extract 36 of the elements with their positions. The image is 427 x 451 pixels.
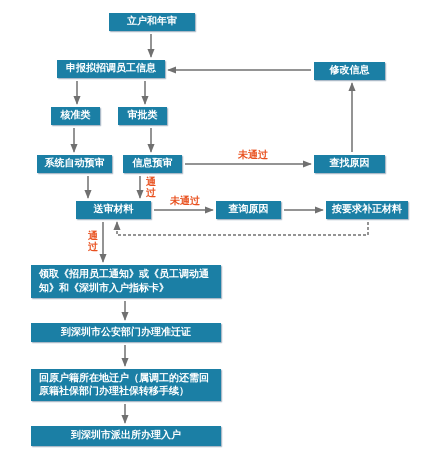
- edge-label: 未通过: [170, 196, 200, 207]
- process-box: 信息预审: [123, 155, 182, 173]
- arrow: [167, 66, 311, 74]
- process-box: 领取《招用员工通知》或《员工调动通知》和《深圳市入户指标卡》: [31, 265, 221, 298]
- edge-label: 通过: [88, 231, 98, 253]
- arrow: [70, 128, 78, 153]
- arrow: [121, 345, 129, 367]
- arrow: [136, 176, 144, 199]
- arrow: [141, 81, 149, 105]
- edge-label: 通过: [146, 177, 156, 199]
- arrow: [99, 222, 107, 263]
- arrow: [84, 176, 92, 199]
- process-box: 系统自动预审: [37, 155, 112, 173]
- process-box: 到深圳市派出所办理入户: [31, 426, 221, 446]
- process-box: 立户和年审: [109, 13, 195, 31]
- process-box: 查询原因: [216, 201, 281, 219]
- arrow: [284, 206, 324, 214]
- arrow: [147, 34, 155, 58]
- arrow: [121, 301, 129, 321]
- arrow: [121, 404, 129, 424]
- arrow: [154, 206, 214, 214]
- arrow: [185, 160, 312, 168]
- process-box: 查找原因: [314, 155, 385, 173]
- process-box: 核准类: [51, 107, 100, 125]
- process-box: 回原户籍所在地迁户（属调工的还需回原籍社保部门办理社保转移手续）: [31, 369, 221, 401]
- process-box: 送审材料: [76, 201, 151, 219]
- arrow: [348, 82, 356, 152]
- process-box: 到深圳市公安部门办理准迁证: [31, 323, 221, 342]
- process-box: 审批类: [118, 107, 167, 125]
- edge-label: 未通过: [238, 150, 268, 161]
- arrow: [73, 81, 81, 105]
- process-box: 申报拟招调员工信息: [57, 60, 165, 78]
- process-box: 按要求补正材料: [326, 201, 408, 219]
- dashed-arrow: [113, 221, 369, 236]
- arrow: [147, 128, 155, 153]
- process-box: 修改信息: [314, 62, 385, 80]
